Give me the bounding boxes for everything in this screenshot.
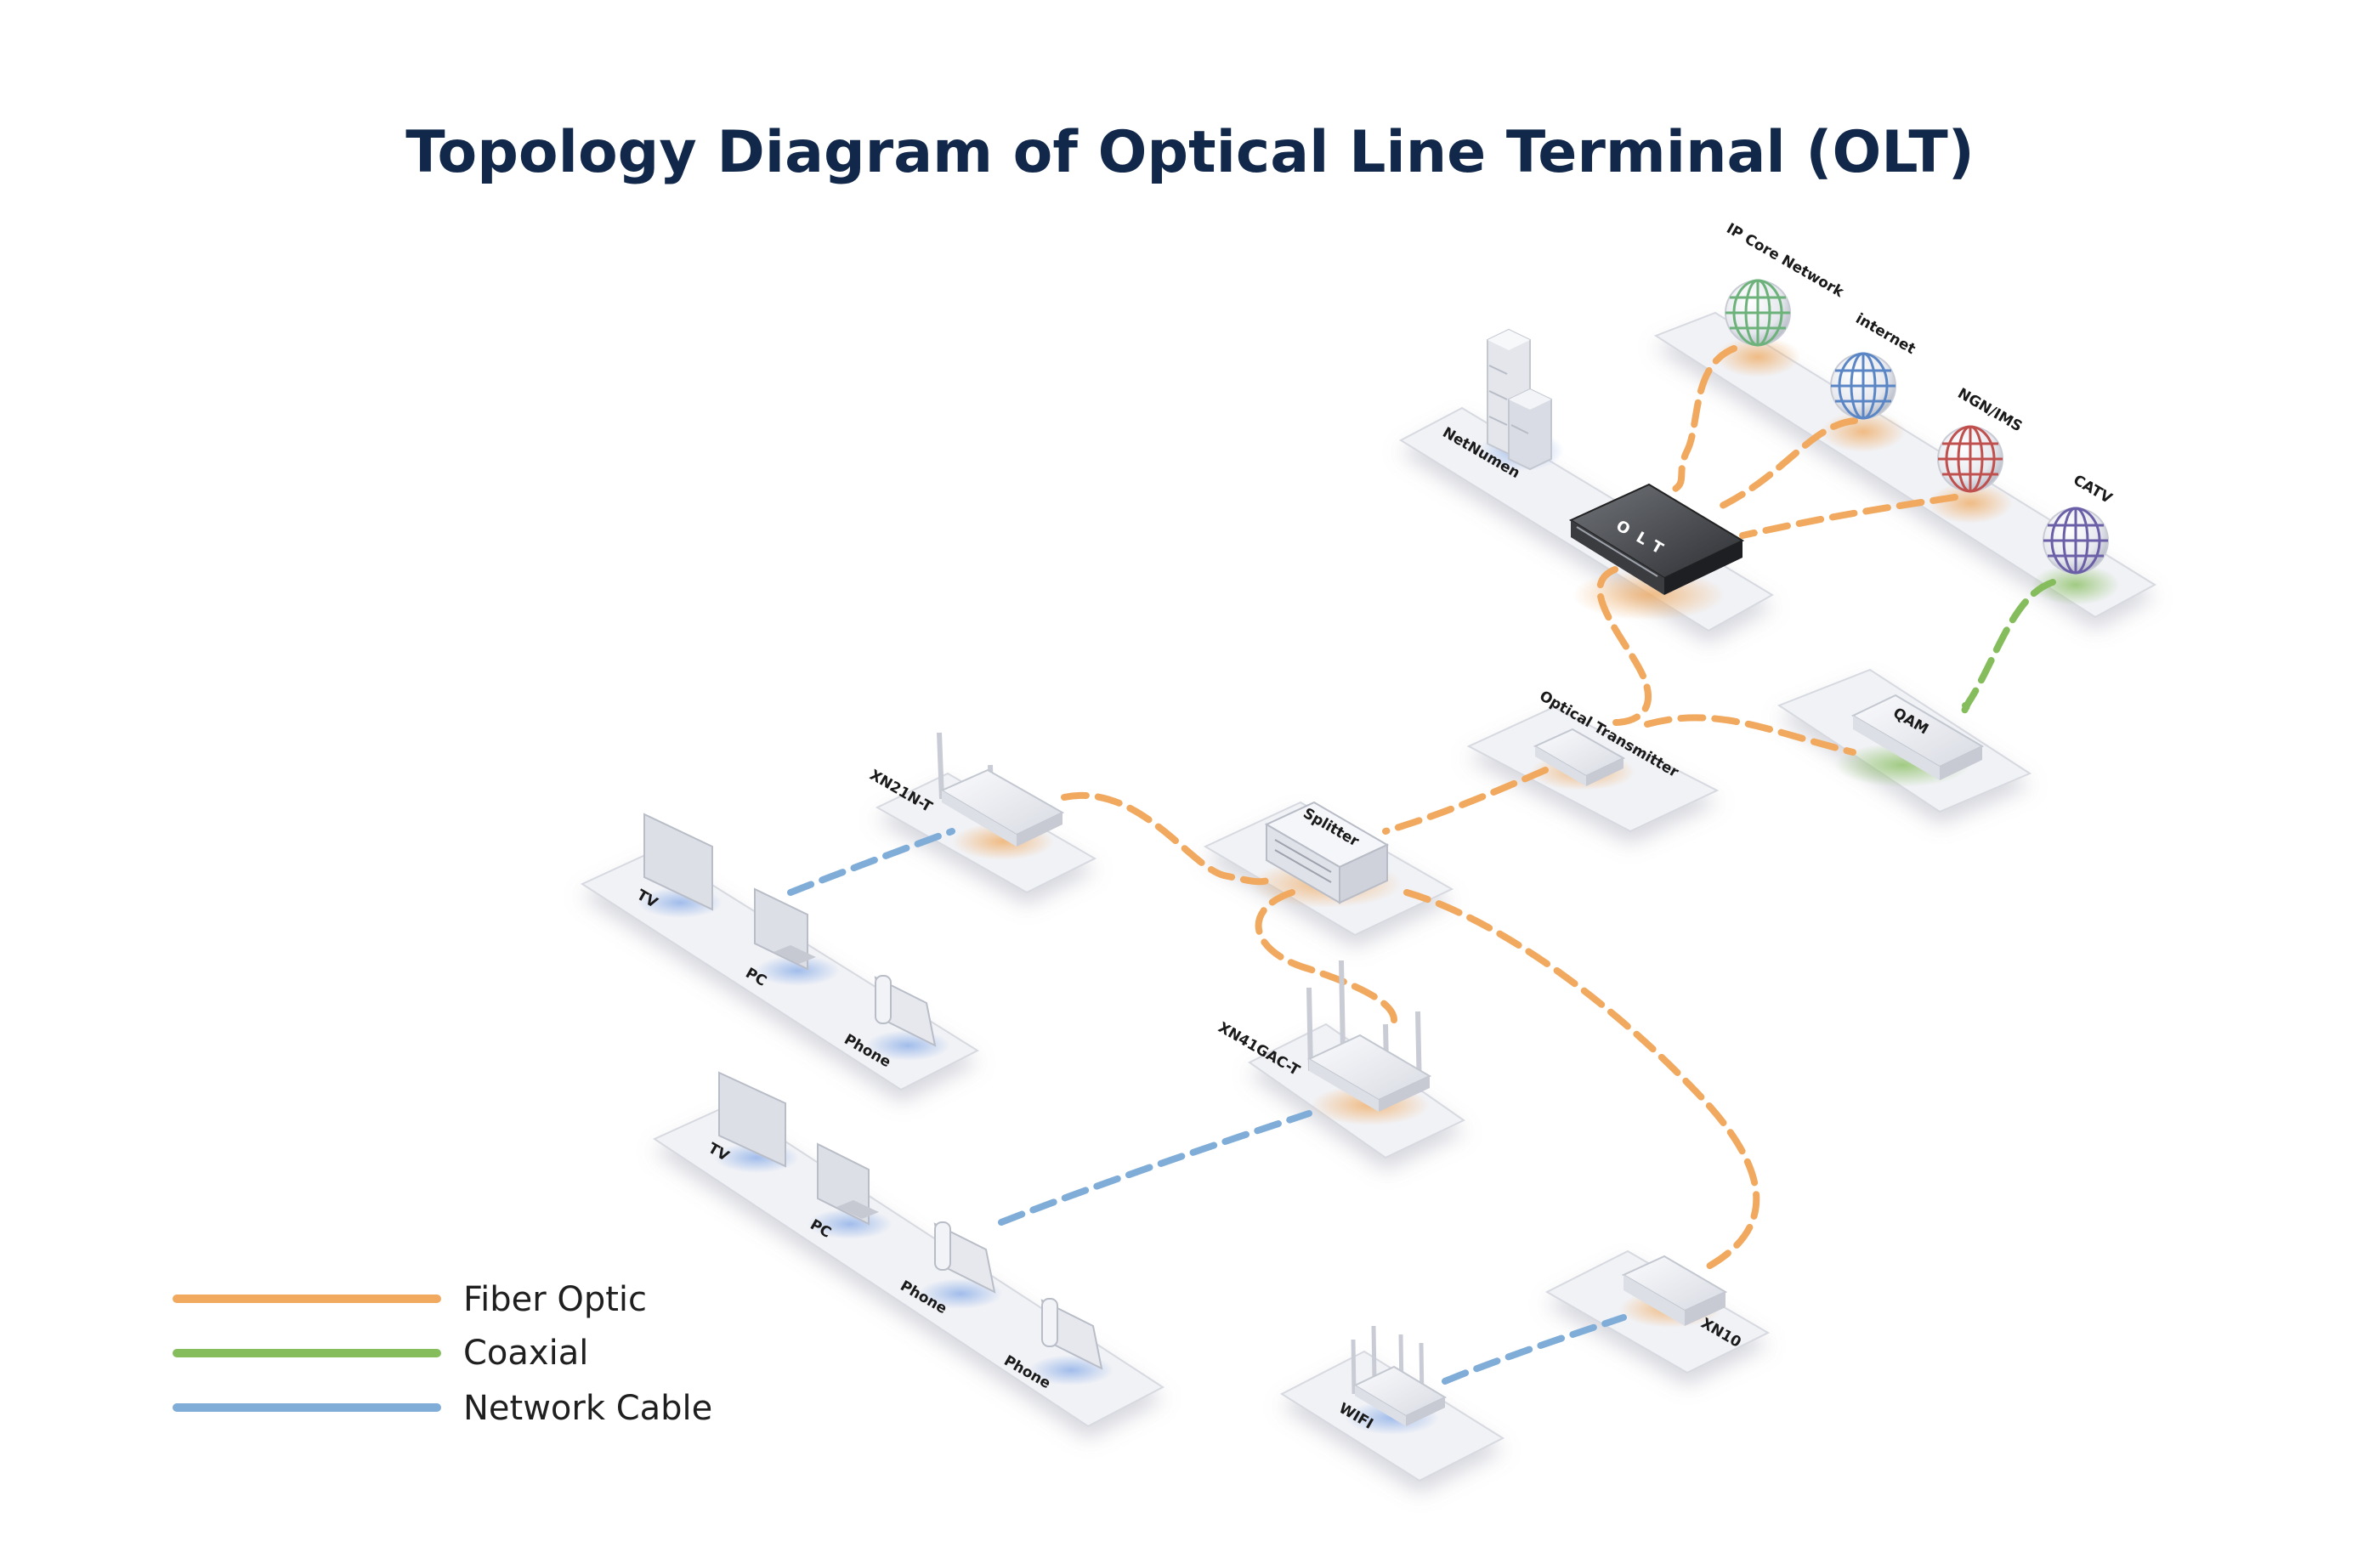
globe-icon-ngn-ims <box>1937 425 2003 493</box>
router-icon-xn21n <box>937 732 1065 847</box>
phone-icon-home2a <box>933 1221 996 1294</box>
phone-icon-home1 <box>874 975 937 1047</box>
legend-label-coax: Coaxial <box>463 1334 588 1373</box>
fiber-links <box>1061 345 1958 1270</box>
legend-label-fiber: Fiber Optic <box>463 1280 647 1319</box>
connections <box>787 345 2056 1385</box>
ont-icon-xn10 <box>1621 1255 1728 1326</box>
globe-icon-ip-core <box>1725 279 1791 347</box>
pc-icon-home1 <box>754 887 816 971</box>
qam-icon <box>1850 694 1985 780</box>
pc-icon-home2 <box>817 1142 879 1226</box>
legend: Fiber Optic Coaxial Network Cable <box>173 1280 712 1428</box>
tv-icon-home1 <box>643 813 713 911</box>
splitter-icon <box>1264 801 1390 904</box>
tv-icon-home2 <box>718 1071 786 1168</box>
network-links <box>787 828 1627 1385</box>
legend-item-fiber: Fiber Optic <box>173 1280 647 1319</box>
label-catv: CATV <box>2071 472 2116 507</box>
phone-icon-home2b <box>1040 1298 1103 1370</box>
legend-item-coax: Coaxial <box>173 1334 588 1373</box>
coax-links <box>1960 579 2056 717</box>
legend-item-network: Network Cable <box>173 1389 712 1428</box>
label-internet: internet <box>1853 310 1918 358</box>
legend-label-network: Network Cable <box>463 1389 712 1428</box>
page-title: Topology Diagram of Optical Line Termina… <box>405 119 1975 186</box>
optical-transmitter-icon <box>1533 728 1626 786</box>
wifi-router-icon <box>1351 1325 1448 1426</box>
router-icon-xn41gac <box>1306 960 1432 1112</box>
platform-home2 <box>652 1103 1164 1428</box>
server-icon-netnumen <box>1487 328 1552 471</box>
globe-icon-internet <box>1830 352 1896 420</box>
globe-icon-catv <box>2043 507 2109 575</box>
olt-icon <box>1568 483 1745 595</box>
platform-services <box>1653 311 2156 619</box>
